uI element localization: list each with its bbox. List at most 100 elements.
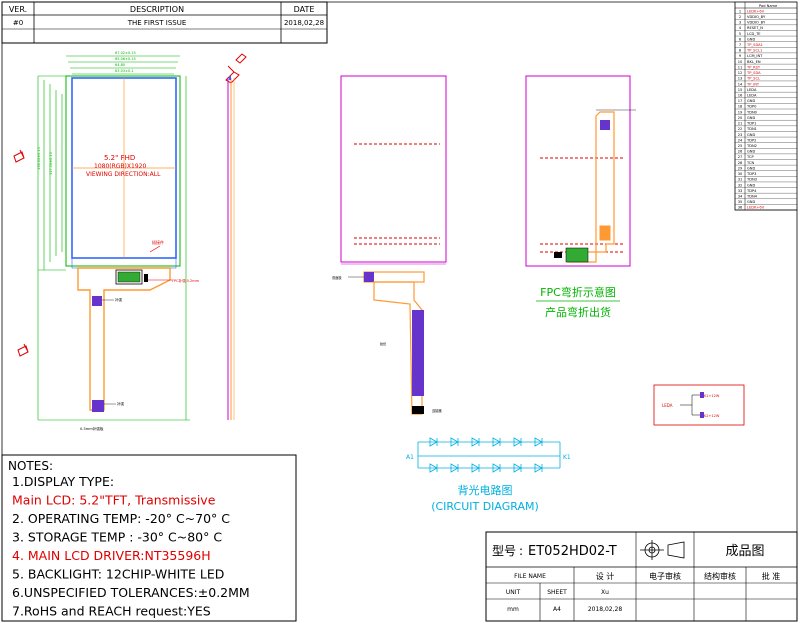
note-item: 5. BACKLIGHT: 12CHIP-WHITE LED (12, 567, 224, 582)
fpc-stiffener-callout: FPC补强 0.2mm (172, 278, 200, 283)
file-name-label: FILE NAME (514, 573, 546, 580)
cathode-label: K1 (563, 454, 571, 461)
pin-number: 35 (738, 200, 743, 204)
led-diode-icon (534, 437, 543, 447)
pin-name: TDP4 (746, 189, 757, 193)
pin-number: 7 (739, 43, 741, 47)
led-diode-icon (534, 463, 543, 473)
pin-name: LEDK+6V (747, 9, 765, 13)
lcd-resolution: 1080(RGB)X1920 (94, 163, 146, 170)
svg-text:138.64±0.15: 138.64±0.15 (37, 147, 41, 170)
pin-name: TP_RST (746, 65, 761, 69)
pin-number: 30 (738, 172, 743, 176)
fpc-end-callout: 0.3mm补强板 (80, 426, 104, 431)
note-item: 7.RoHS and REACH request:YES (12, 604, 211, 619)
pin-number: 18 (738, 105, 743, 109)
model-label: 型号 (492, 544, 516, 558)
pin-number: 34 (738, 194, 743, 198)
svg-text:67.02±0.15: 67.02±0.15 (115, 51, 136, 55)
pin-number: 3 (739, 21, 741, 25)
led-diode-icon (492, 463, 501, 473)
pin-number: 15 (738, 88, 743, 92)
pin-number: 2 (739, 15, 741, 19)
rev-row-ver: #0 (13, 19, 23, 27)
pin-number: 8 (739, 49, 742, 53)
pin-name: BKL_EN (747, 60, 761, 64)
led-diode-icon (429, 463, 438, 473)
pin-number: 36 (738, 206, 743, 210)
pin-name: GND (747, 116, 755, 120)
fpc-bending-caption: FPC弯折示意图 (540, 285, 616, 299)
rev-row-date: 2018,02,28 (284, 19, 324, 27)
pin-number: 10 (738, 60, 743, 64)
unit-value: mm (507, 606, 519, 613)
pin-number: 13 (738, 77, 743, 81)
stiffener-callout-top: 补强 (115, 297, 122, 302)
pin-number: 27 (738, 155, 743, 159)
model-number: ET052HD02-T (528, 544, 617, 559)
pin-name: LEDA (747, 93, 757, 97)
projection-symbol-icon (640, 540, 685, 560)
design-label: 设 计 (596, 571, 615, 581)
note-item: Main LCD: 5.2"TFT, Transmissive (12, 493, 216, 508)
led-diode-icon (471, 463, 480, 473)
pin-name: RESET_N (747, 26, 763, 30)
pin-name: TDN2 (746, 144, 757, 148)
pencil-mark-icon (13, 65, 240, 357)
rev-row-description: THE FIRST ISSUE (127, 19, 187, 27)
side-view (227, 76, 235, 420)
revision-table: VER. DESCRIPTION DATE #0 THE FIRST ISSUE… (1, 1, 328, 44)
pin-name: TCN (746, 161, 754, 165)
pin-number: 6 (739, 37, 742, 41)
pin-name: TDP0 (746, 105, 757, 109)
design-date: 2018,02,28 (588, 606, 623, 613)
designer: Xu (601, 589, 609, 596)
pin-name: LCM_INT (747, 54, 763, 58)
pin-number: 1 (739, 9, 741, 13)
pencil-mark-icon-2 (235, 53, 247, 64)
pin-number: 32 (738, 183, 743, 187)
pin-name: LEDK+6V (747, 206, 765, 210)
pin-number: 9 (739, 54, 742, 58)
svg-text:双面胶: 双面胶 (332, 275, 342, 280)
svg-text:K1+12W: K1+12W (704, 394, 720, 398)
svg-text:117.50±0.15: 117.50±0.15 (49, 152, 53, 175)
pin-name: TDP1 (746, 122, 756, 126)
pin-name: GND (747, 200, 755, 204)
led-diode-icon (450, 463, 459, 473)
pin-name: TDN3 (746, 178, 757, 182)
pin-name: GND (747, 166, 755, 170)
svg-text:连接器: 连接器 (432, 408, 442, 413)
pin-name: TP_SCL (746, 77, 760, 81)
pin-number: 16 (738, 93, 743, 97)
note-item: 3. STORAGE TEMP : -30° C~80° C (12, 530, 222, 545)
product-bending-caption: 产品弯折出货 (545, 305, 611, 319)
pin-number: 26 (738, 150, 743, 154)
pin-number: 24 (738, 138, 743, 142)
lcd-viewing-direction: VIEWING DIRECTION:ALL (86, 171, 161, 178)
svg-text:胶纸: 胶纸 (380, 341, 386, 346)
pin-number: 4 (739, 26, 742, 30)
pin-name: TDN4 (746, 194, 758, 198)
sheet-value: A4 (553, 606, 561, 613)
stiffener-callout-bottom: 补强 (117, 401, 124, 406)
pin-number: 25 (738, 144, 743, 148)
note-item: 6.UNSPECIFIED TOLERANCES:±0.2MM (12, 585, 250, 600)
pin-number: 5 (739, 32, 741, 36)
front-view: 67.02±0.15 65.06±0.15 64.80 63.03±0.1 13… (13, 51, 247, 431)
pin-number: 21 (738, 122, 743, 126)
pin-name: VDDIO_BY (747, 15, 766, 19)
pin-name: GND (747, 183, 755, 187)
rev-header-ver: VER. (9, 5, 27, 14)
pin-number: 29 (738, 166, 743, 170)
pin-name: TDN1 (746, 127, 757, 131)
circuit-caption-cn: 背光电路图 (458, 483, 513, 497)
led-diode-icon (513, 463, 522, 473)
notes-title: NOTES: (8, 459, 53, 473)
notes-list: 1.DISPLAY TYPE:Main LCD: 5.2"TFT, Transm… (12, 474, 250, 619)
pin-name: TDP2 (746, 138, 756, 142)
svg-text:64.80: 64.80 (115, 63, 125, 67)
pin-name: TDP3 (746, 172, 756, 176)
led-row-bottom (429, 463, 543, 473)
